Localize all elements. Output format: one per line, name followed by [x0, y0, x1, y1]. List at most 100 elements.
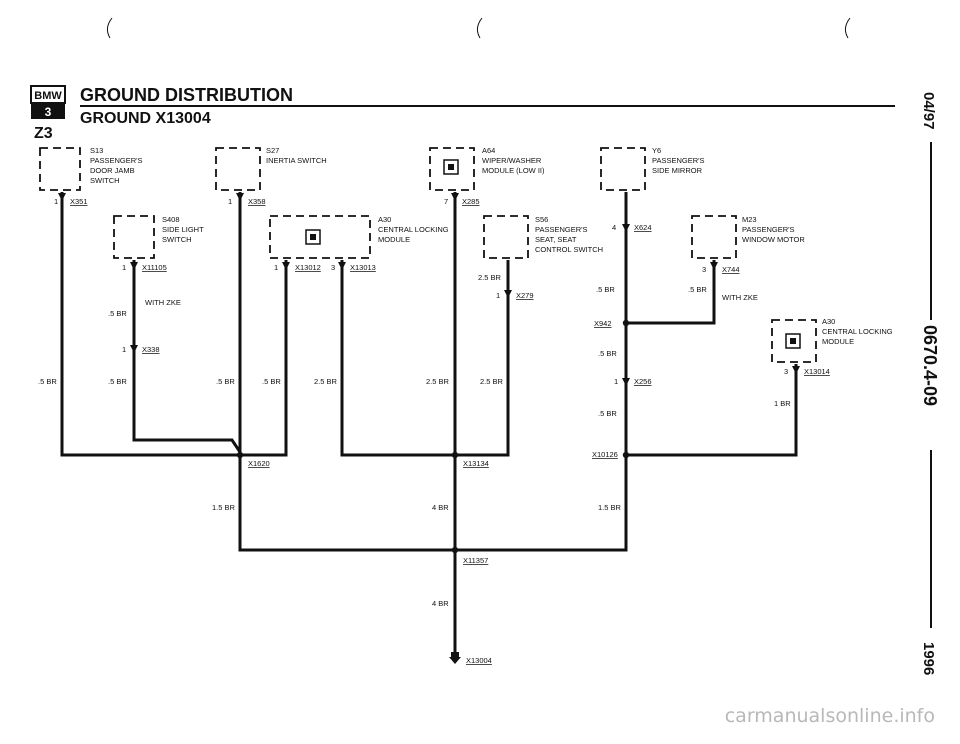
component-m23: M23 PASSENGER'S WINDOW MOTOR [691, 215, 805, 259]
s408-code: S408 [162, 215, 180, 224]
pin-marker [282, 262, 290, 270]
x10126-wire: 1.5 BR [598, 503, 622, 512]
s13-line3: SWITCH [90, 176, 120, 185]
s56-wire: 2.5 BR [480, 377, 504, 386]
x11357-wire: 4 BR [432, 599, 449, 608]
x338-wire: .5 BR [108, 377, 127, 386]
a30a-code: A30 [378, 215, 391, 224]
logo-text: BMW [34, 90, 62, 102]
pin-marker [622, 378, 630, 386]
splice-points [236, 319, 630, 554]
x338-connector: X338 [142, 345, 160, 354]
a30a-line2: MODULE [378, 235, 410, 244]
module-icon-core [448, 164, 454, 170]
a30a-connector-b: X13013 [350, 263, 376, 272]
splice-dot [451, 546, 459, 554]
s56-pin: 1 [496, 291, 500, 300]
watermark: carmanualsonline.info [725, 705, 935, 727]
ground-icon [449, 652, 461, 664]
x13134-wire: 4 BR [432, 503, 449, 512]
ground-label: X13004 [466, 656, 492, 665]
component-s56: S56 PASSENGER'S SEAT, SEAT CONTROL SWITC… [483, 215, 603, 259]
y6-wire: .5 BR [596, 285, 615, 294]
x256-pin: 1 [614, 377, 618, 386]
s408-wire: .5 BR [108, 309, 127, 318]
s13-pin: 1 [54, 197, 58, 206]
a64-connector: X285 [462, 197, 480, 206]
a30a-pin-b: 3 [331, 263, 335, 272]
component-s408: S408 SIDE LIGHT SWITCH [113, 215, 204, 259]
pin-marker [58, 193, 66, 201]
s56-line3: CONTROL SWITCH [535, 245, 603, 254]
bmw-logo: BMW 3 [30, 85, 66, 119]
a30a-connector-a: X13012 [295, 263, 321, 272]
pin-marker [710, 262, 718, 270]
component-a30-right: A30 CENTRAL LOCKING MODULE [771, 317, 893, 363]
pin-marker [236, 193, 244, 201]
m23-line1: PASSENGER'S [742, 225, 795, 234]
m23-note: WITH ZKE [722, 293, 758, 302]
y6-line2: SIDE MIRROR [652, 166, 703, 175]
binder-mark-left [106, 17, 113, 39]
a30b-connector: X13014 [804, 367, 830, 376]
a30a-wire-a: .5 BR [262, 377, 281, 386]
pin-marker [338, 262, 346, 270]
component-y6: Y6 PASSENGER'S SIDE MIRROR [600, 146, 705, 191]
a64-pin: 7 [444, 197, 448, 206]
s13-line2: DOOR JAMB [90, 166, 135, 175]
a30b-line2: MODULE [822, 337, 854, 346]
x256-connector: X256 [634, 377, 652, 386]
pin-marker [130, 262, 138, 270]
a30b-pin: 3 [784, 367, 788, 376]
m23-pin: 3 [702, 265, 706, 274]
module-icon [305, 229, 321, 245]
splice-dot [451, 451, 459, 459]
module-icon [443, 159, 459, 175]
s56-code: S56 [535, 215, 548, 224]
x1620-wire: 1.5 BR [212, 503, 236, 512]
pin-marker [451, 193, 459, 201]
module-icon-core [790, 338, 796, 344]
a30b-line1: CENTRAL LOCKING [822, 327, 893, 336]
pin-marker [504, 290, 512, 298]
s408-line1: SIDE LIGHT [162, 225, 204, 234]
component-s27: S27 INERTIA SWITCH [215, 146, 327, 191]
a30a-line1: CENTRAL LOCKING [378, 225, 449, 234]
a30b-wire: 1 BR [774, 399, 791, 408]
component-a30-left: A30 CENTRAL LOCKING MODULE [269, 215, 449, 259]
a30b-code: A30 [822, 317, 835, 326]
s408-line2: SWITCH [162, 235, 192, 244]
model-label: Z3 [34, 125, 53, 142]
y6-code: Y6 [652, 146, 661, 155]
connector-pins [58, 193, 800, 386]
m23-line2: WINDOW MOTOR [742, 235, 805, 244]
m23-wire: .5 BR [688, 285, 707, 294]
splice-dot [622, 319, 630, 327]
s13-line1: PASSENGER'S [90, 156, 143, 165]
pin-marker [622, 224, 630, 232]
page-title: GROUND DISTRIBUTION [80, 85, 293, 105]
splice-dot [622, 451, 630, 459]
x338-pin: 1 [122, 345, 126, 354]
a64-line2: MODULE (LOW II) [482, 166, 545, 175]
a30a-pin-a: 1 [274, 263, 278, 272]
x256-wire: .5 BR [598, 409, 617, 418]
s408-connector: X11105 [142, 263, 167, 272]
a30a-wire-b: 2.5 BR [314, 377, 338, 386]
s27-pin: 1 [228, 197, 232, 206]
s13-connector: X351 [70, 197, 88, 206]
x11357-label: X11357 [463, 556, 488, 565]
s56-connector: X279 [516, 291, 534, 300]
sidebar-date: 04/97 [920, 92, 937, 130]
s27-wire: .5 BR [216, 377, 235, 386]
a64-code: A64 [482, 146, 495, 155]
sidebar-year: 1996 [920, 642, 937, 675]
s13-code: S13 [90, 146, 103, 155]
y6-connector: X624 [634, 223, 652, 232]
logo-series: 3 [45, 105, 52, 119]
x10126-label: X10126 [592, 450, 618, 459]
x13134-label: X13134 [463, 459, 489, 468]
s27-connector: X358 [248, 197, 266, 206]
x1620-label: X1620 [248, 459, 270, 468]
